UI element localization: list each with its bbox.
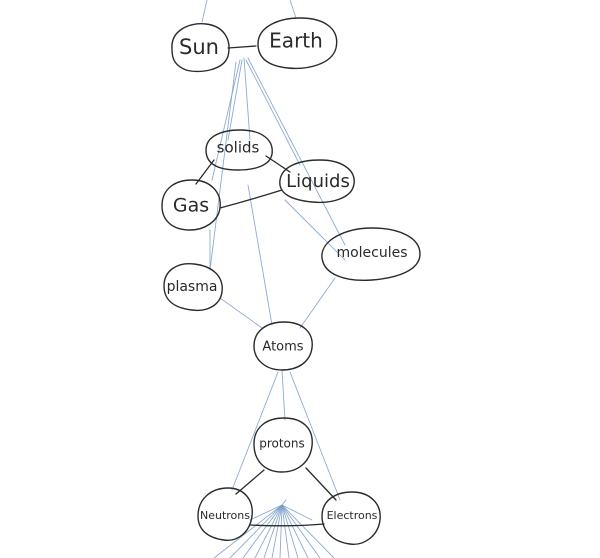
node-label-molecules: molecules [336,245,407,261]
blue-links [201,0,346,558]
blue-link [254,504,283,558]
node-neutrons[interactable]: Neutrons [197,487,253,541]
blue-link [289,0,297,19]
blue-link [227,59,243,141]
link-neutrons-electrons [249,523,325,527]
blue-link [247,57,346,246]
link-sun-earth [227,45,257,49]
blue-link [201,0,208,23]
blue-link [247,184,273,326]
blue-link [249,504,283,521]
blue-link [245,59,301,166]
node-label-gas: Gas [173,195,209,217]
blue-link [281,504,335,558]
blue-link [211,59,241,181]
node-earth[interactable]: Earth [257,17,338,70]
blue-link [281,504,309,558]
blue-link [284,199,346,261]
node-sun[interactable]: Sun [171,23,230,73]
node-protons[interactable]: protons [253,417,313,473]
node-label-plasma: plasma [167,279,218,295]
node-label-liquids: Liquids [286,171,350,192]
node-electrons[interactable]: Electrons [321,491,381,545]
blue-link [281,504,321,558]
blue-link [279,504,283,558]
blue-link [277,499,287,511]
node-label-electrons: Electrons [327,509,378,522]
link-protons-neutrons [235,469,265,495]
node-liquids[interactable]: Liquids [279,159,355,204]
blue-link [263,504,283,558]
node-plasma[interactable]: plasma [163,263,223,312]
node-label-neutrons: Neutrons [200,509,250,522]
node-label-solids: solids [217,139,260,157]
blue-link [229,504,283,558]
blue-link [231,371,279,491]
blue-link [271,504,283,558]
node-label-sun: Sun [179,35,219,59]
node-molecules[interactable]: molecules [321,227,421,281]
blue-link [299,277,336,329]
blue-link [281,504,299,558]
blue-link [243,57,251,141]
blue-link [281,369,286,421]
node-label-earth: Earth [269,29,323,53]
blue-link [242,504,283,558]
node-solids[interactable]: solids [205,129,273,171]
blue-link [219,297,263,329]
black-links [195,45,337,527]
link-protons-electrons [305,467,337,501]
link-gas-liquids [219,189,283,209]
node-label-protons: protons [259,437,305,451]
node-label-atoms: Atoms [262,340,303,355]
node-atoms[interactable]: Atoms [253,321,313,371]
blue-link [213,504,283,558]
blue-link [289,371,341,501]
blue-link [281,504,313,521]
blue-link [281,504,290,558]
blue-link [209,61,237,271]
node-gas[interactable]: Gas [161,179,221,231]
